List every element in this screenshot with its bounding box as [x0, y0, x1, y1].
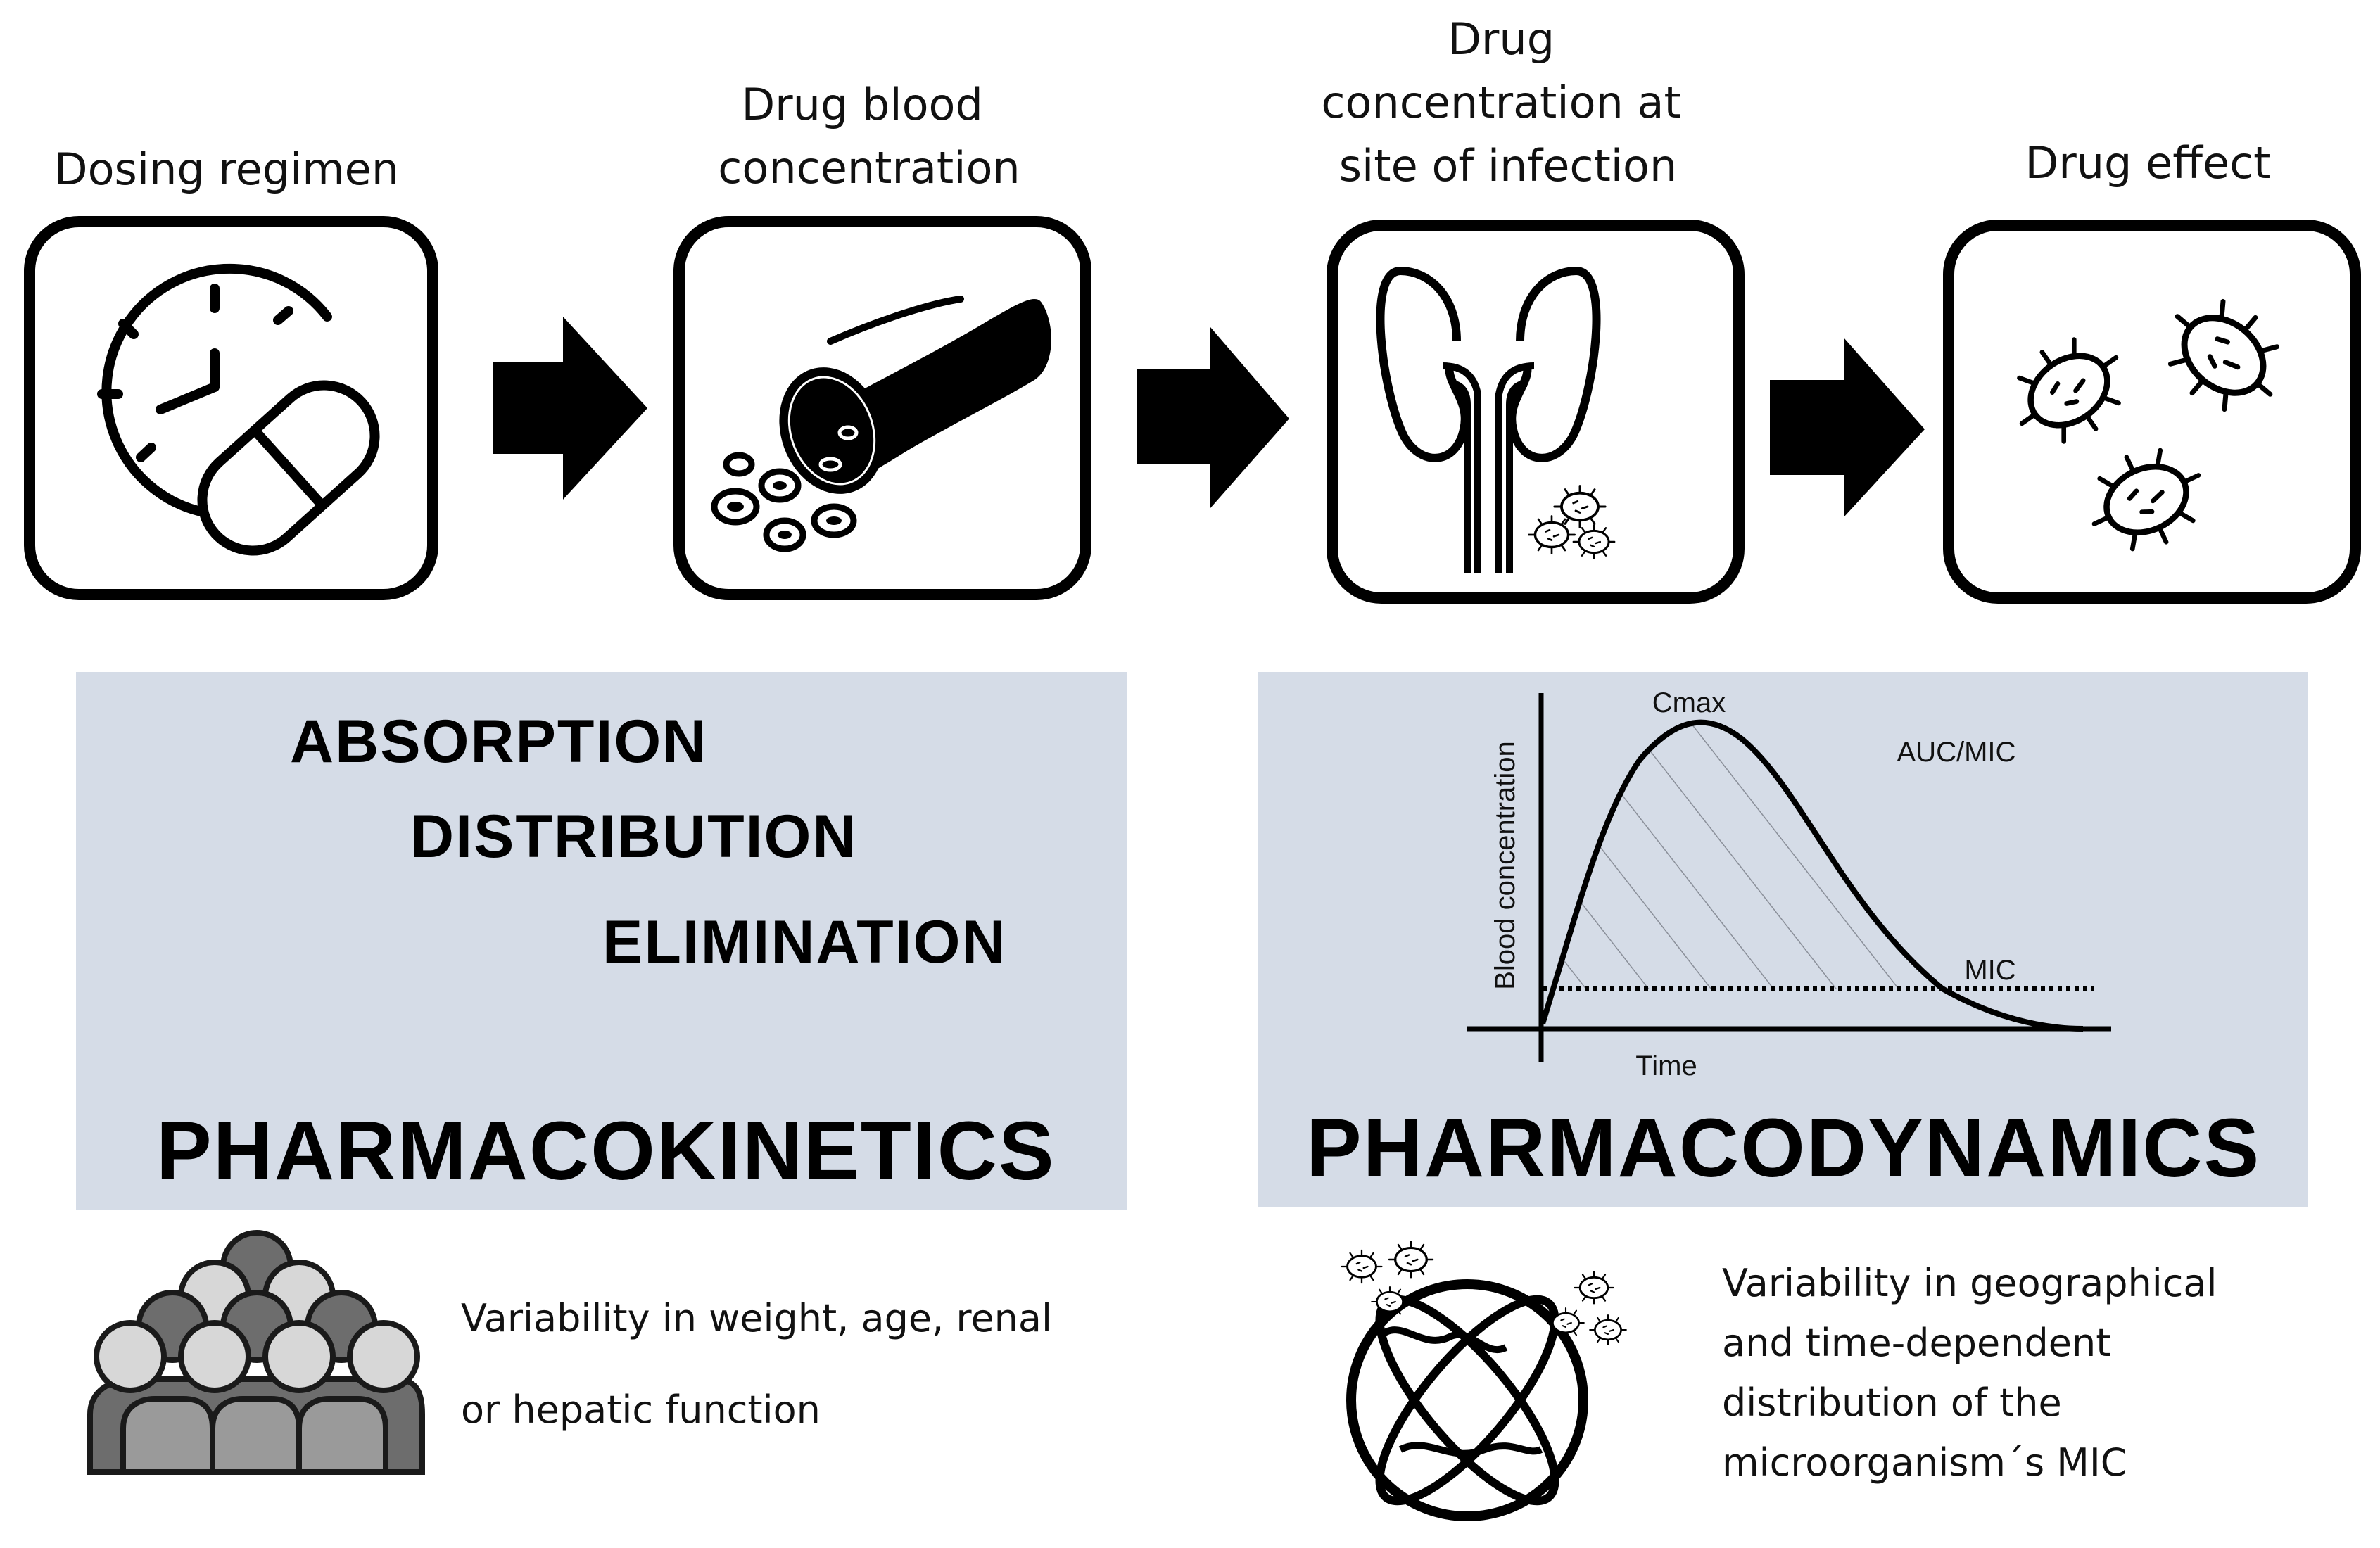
arrow-right-icon	[493, 317, 647, 500]
mic-label: MIC	[1964, 955, 2015, 986]
population-icon	[87, 1233, 425, 1475]
step-label-drug-blood-concentration: Drug blood concentration	[718, 79, 1020, 194]
pd-variability-line-3: distribution of the	[1722, 1381, 2062, 1425]
step-label-drug-effect: Drug effect	[2025, 137, 2271, 189]
step-box-effect	[1943, 220, 2361, 604]
concentration-curve	[1540, 719, 2084, 1032]
elimination-label: ELIMINATION	[602, 908, 1007, 976]
pd-variability-line-2: and time-dependent	[1722, 1321, 2110, 1365]
pd-variability-line-1: Variability in geographical	[1722, 1261, 2217, 1305]
y-axis-label: Blood concentration	[1490, 741, 1521, 990]
auc-mic-label: AUC/MIC	[1897, 737, 2016, 768]
pharmacodynamics-title: PHARMACODYNAMICS	[1306, 1102, 2260, 1195]
pharmacokinetics-panel	[76, 672, 1127, 1210]
cmax-label: Cmax	[1652, 687, 1726, 718]
pharmacokinetics-title: PHARMACOKINETICS	[156, 1105, 1056, 1198]
absorption-label: ABSORPTION	[290, 708, 707, 775]
step-label-dosing-regimen: Dosing regimen	[54, 144, 399, 195]
globe-bacteria-icon	[1341, 1241, 1628, 1521]
blood-vessel-icon	[711, 296, 1051, 552]
x-axis-label: Time	[1635, 1051, 1697, 1081]
auc-hatched-area	[1548, 722, 1942, 989]
arrow-right-icon	[1770, 338, 1925, 517]
pk-variability-line-1: Variability in weight, age, renal	[461, 1296, 1052, 1340]
pd-variability-line-4: microorganism´s MIC	[1722, 1440, 2127, 1485]
arrow-right-icon	[1137, 327, 1289, 508]
step-label-site-of-infection: Drug concentration at site of infection	[1321, 13, 1695, 191]
pkpd-chart: Cmax AUC/MIC MIC Time Blood concentratio…	[1467, 687, 2111, 1081]
pk-variability-line-2: or hepatic function	[461, 1388, 821, 1432]
distribution-label: DISTRIBUTION	[410, 803, 858, 870]
kidney-icon	[1376, 266, 1616, 573]
clock-pill-icon	[97, 263, 380, 556]
